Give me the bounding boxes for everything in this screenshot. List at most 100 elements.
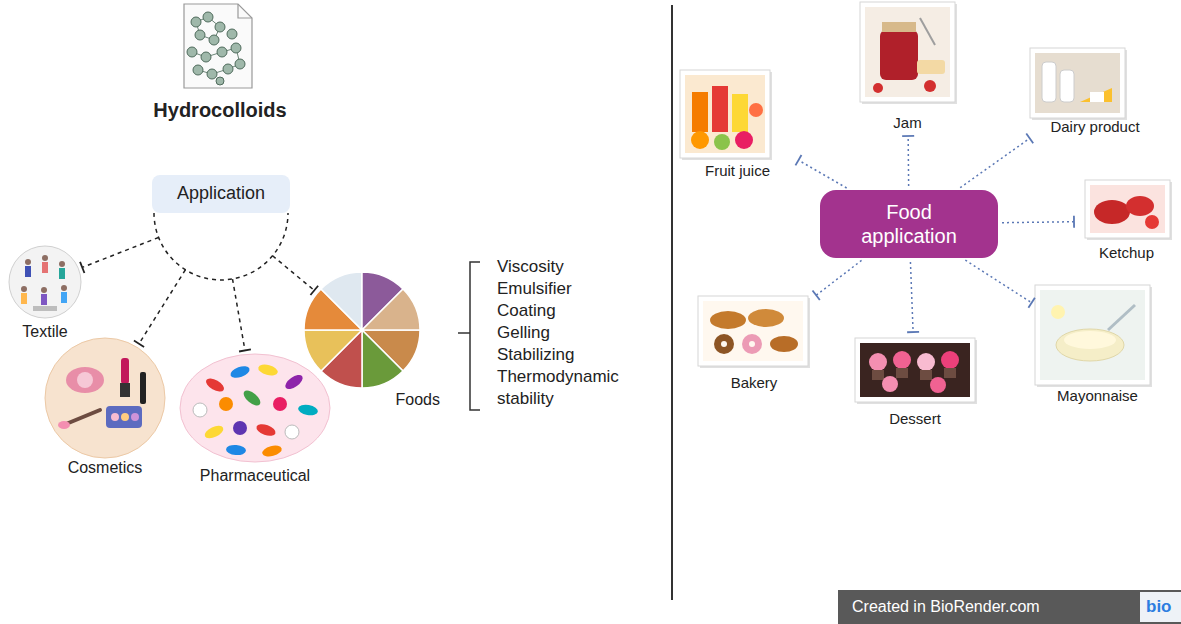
node-label: Bakery (695, 374, 813, 392)
dessert-photo (872, 370, 884, 380)
node-label: Cosmetics (40, 458, 170, 477)
bakery-photo (700, 298, 810, 368)
cosmetics-illustration (77, 372, 93, 388)
foods-pie (304, 330, 362, 371)
mayonnaise-photo (1035, 285, 1150, 385)
dessert-photo (869, 353, 887, 371)
hydrocolloid-icon (223, 64, 233, 74)
ketchup-photo (1085, 180, 1172, 240)
foods-pie (321, 272, 362, 330)
ketchup-photo (1085, 180, 1170, 238)
dessert-photo (896, 368, 908, 378)
function-item: Thermodynamic stability (497, 366, 625, 410)
dessert-photo (855, 338, 977, 404)
fruit-juice-photo (680, 70, 770, 158)
watermark-bar (838, 590, 1181, 624)
hydrocolloid-icon (187, 47, 197, 57)
pharmaceutical-illustration (297, 403, 318, 416)
jam-box: Jam (855, 2, 960, 132)
dashed-arc (154, 213, 288, 280)
jam-photo (860, 2, 955, 102)
textile-illustration (25, 266, 31, 277)
hydrocolloid-icon (227, 29, 237, 39)
dairy-photo (1035, 53, 1120, 113)
jam-photo (924, 80, 936, 92)
cosmetics-illustration (121, 358, 129, 384)
textile-illustration (59, 268, 65, 279)
mayonnaise-photo (1051, 305, 1065, 319)
fruit-juice-photo (680, 70, 772, 160)
hydrocolloid-icon (184, 4, 252, 88)
node-label: Textile (5, 322, 85, 341)
textile-illustration (25, 259, 31, 265)
bakery-photo (742, 334, 762, 354)
application-box: Application (152, 175, 290, 213)
dessert-photo (944, 368, 956, 378)
divider (671, 5, 673, 600)
node-label: Pharmaceutical (175, 466, 335, 485)
dairy-photo (1060, 70, 1074, 102)
fruit-juice-photo (735, 131, 753, 149)
connector (233, 279, 245, 350)
node-label: Mayonnaise (1035, 387, 1160, 405)
pharmaceutical-illustration (241, 388, 263, 409)
fruit-juice-photo (712, 86, 728, 132)
textile-illustration (21, 286, 27, 292)
jam-photo (880, 30, 918, 80)
bakery-photo (703, 301, 803, 361)
dessert-photo (882, 376, 898, 392)
function-item: Viscosity (497, 256, 564, 278)
foods-pie (362, 289, 420, 330)
cosmetics-illustration (111, 413, 119, 421)
connector (139, 270, 185, 344)
fruit-juice-photo (685, 75, 765, 153)
dessert-photo (920, 370, 932, 380)
hydrocolloid-icon (207, 69, 217, 79)
hydrocolloid-icon (201, 52, 211, 62)
connector (273, 256, 315, 291)
node-label: Dessert (850, 410, 980, 428)
pharmaceutical-illustration (283, 372, 305, 392)
bakery-photo (714, 334, 734, 354)
bracket (458, 262, 480, 410)
ketchup-photo (1094, 200, 1130, 224)
bakery-photo (749, 341, 755, 347)
mayonnaise-photo (1056, 329, 1124, 361)
jam-photo (917, 60, 945, 74)
dessert-photo (893, 351, 911, 369)
node-label: Dairy product (1030, 118, 1160, 136)
textile-illustration (33, 306, 57, 311)
cosmetics-illustration (140, 372, 146, 404)
dessert-photo (941, 351, 959, 369)
dessert-photo (917, 353, 935, 371)
function-item: Gelling (497, 322, 550, 344)
pharmaceutical-illustration (193, 403, 207, 417)
node-label: Food application (844, 200, 974, 248)
textile-illustration (42, 255, 48, 261)
cosmetics-illustration (58, 421, 70, 429)
node-label: Ketchup (1078, 244, 1175, 262)
pharmaceutical-illustration (229, 364, 251, 380)
watermark-bar (1140, 592, 1181, 622)
connector (798, 160, 846, 188)
hydrocolloid-icon (216, 77, 224, 85)
jam-photo (865, 7, 950, 97)
ketchup-photo (1087, 182, 1172, 240)
pharmaceutical-illustration (255, 422, 277, 438)
ketchup-photo (1145, 215, 1159, 229)
food-application-box: Food application (820, 190, 998, 258)
mayonnaise-photo (1108, 305, 1135, 330)
jam-photo (860, 2, 957, 104)
bakery-photo (748, 309, 784, 327)
bracket (470, 262, 480, 410)
cosmetics-circle: Cosmetics (40, 336, 170, 477)
node-label: Jam (855, 114, 960, 132)
fruit-juice-photo (714, 134, 730, 150)
dessert-photo (857, 340, 977, 404)
node-label: Fruit juice (680, 162, 795, 180)
cosmetics-illustration (121, 413, 129, 421)
connector (816, 260, 861, 295)
foods-circle: Foods (300, 270, 445, 409)
pharmaceutical-illustration (226, 444, 247, 456)
fruit-juice-photo (692, 92, 708, 132)
